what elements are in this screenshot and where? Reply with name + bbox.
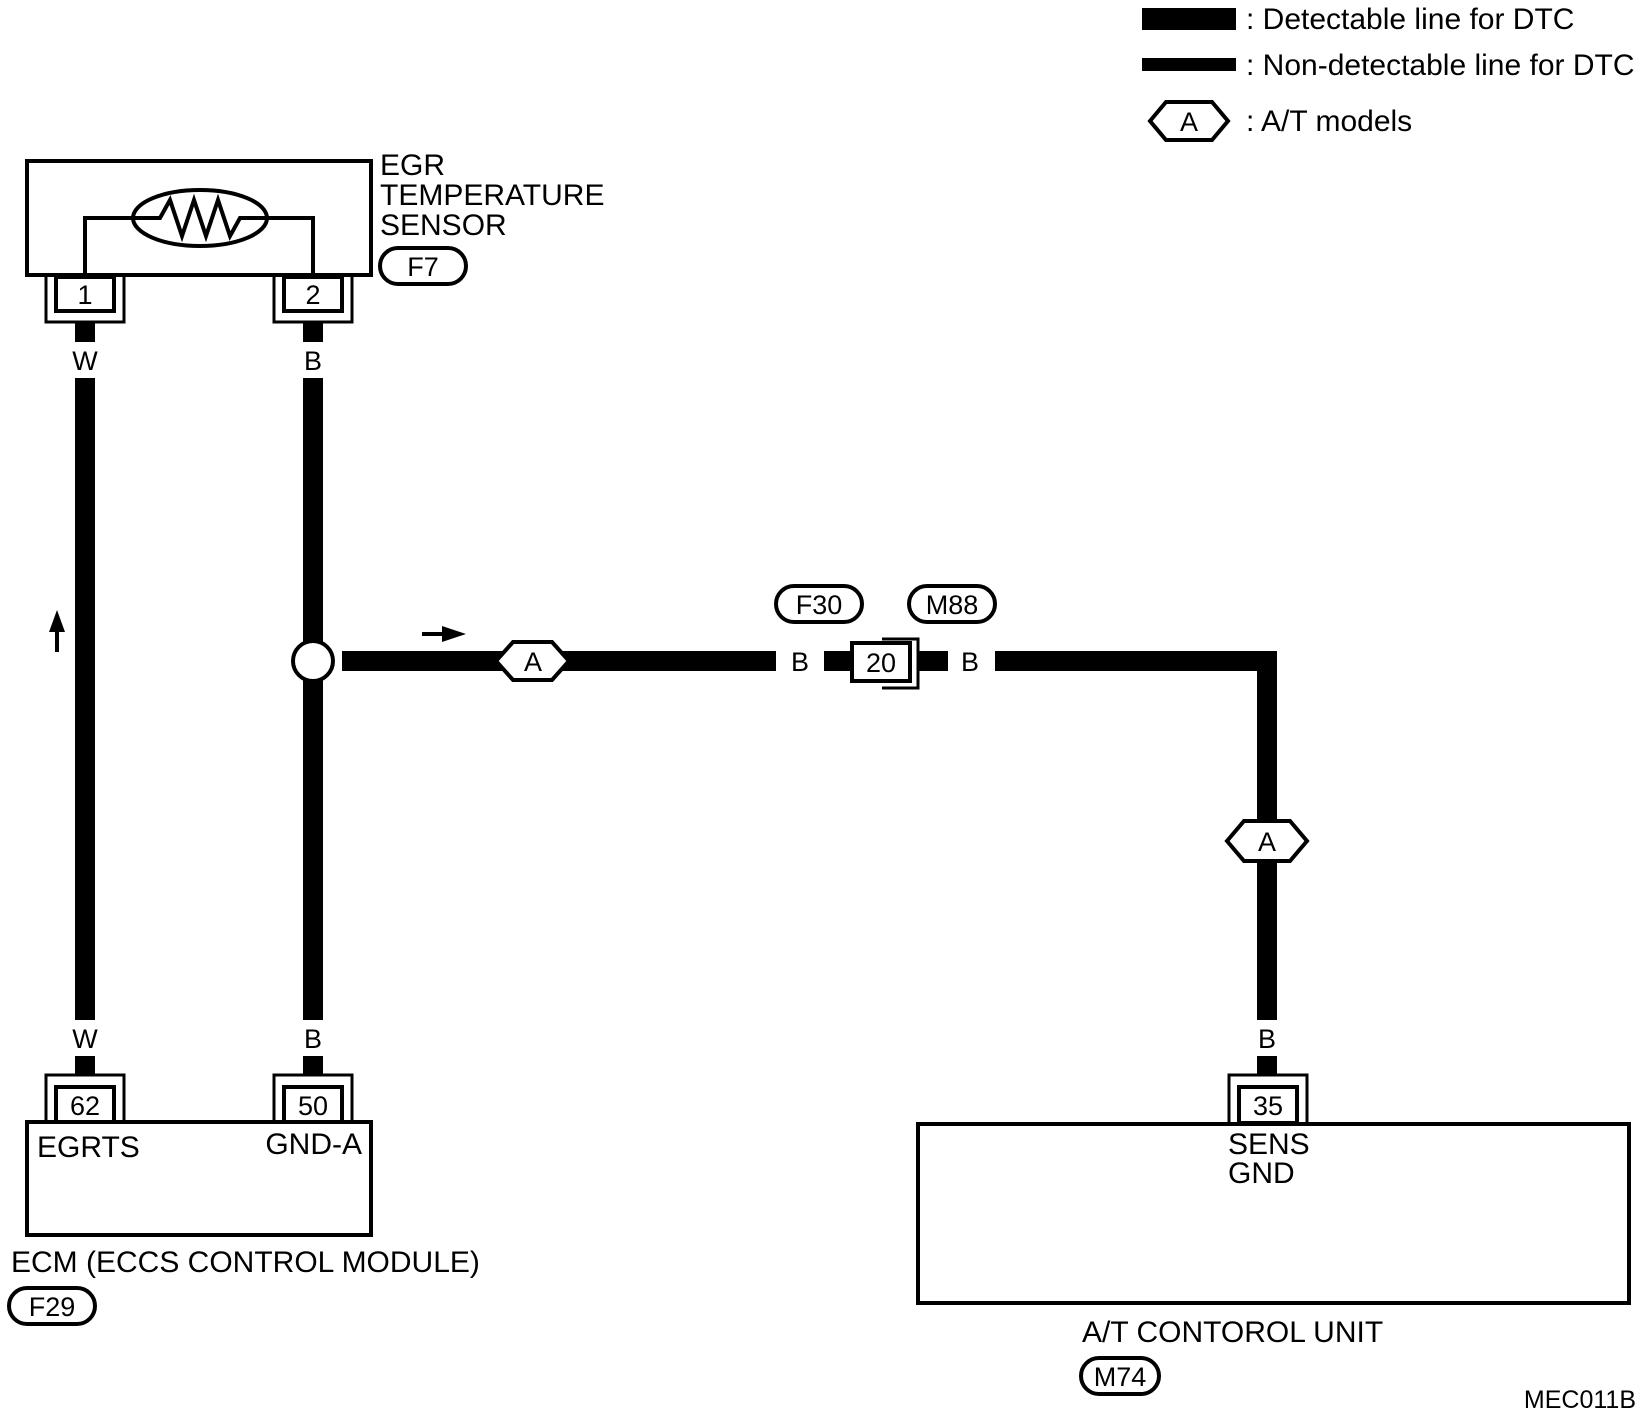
atcu-label-line2: GND	[1228, 1157, 1295, 1190]
ecm-pin-gnd: 50	[298, 1091, 328, 1121]
arrow-right-icon	[422, 626, 466, 642]
wire-joint-right-stub	[918, 651, 948, 671]
arrow-up-icon	[49, 610, 65, 652]
egr-sensor-connector-pin2: 2	[272, 275, 354, 324]
legend: : Detectable line for DTC : Non-detectab…	[1142, 3, 1635, 142]
joint-connector-left-ref: F30	[796, 590, 843, 620]
wire-label-b-atcu: B	[1258, 1024, 1276, 1054]
wire-w-top-stub	[75, 322, 95, 342]
ecm-connector-pin50: 50	[272, 1073, 354, 1124]
wire-w-main	[75, 378, 95, 1020]
egr-sensor-connector-ref-badge	[378, 246, 468, 286]
wire-w-bottom-stub	[75, 1056, 95, 1076]
at-marker-vertical-letter: A	[1258, 827, 1276, 857]
ecm-connector-pin62: 62	[44, 1073, 126, 1124]
wire-color-labels: W B W B B B B	[72, 346, 1276, 1054]
joint-connector-pin-box	[850, 641, 912, 683]
ecm-connector-ref: F29	[29, 1292, 76, 1322]
atcu-name: A/T CONTOROL UNIT	[1082, 1316, 1383, 1349]
atcu-label-line1: SENS	[1228, 1128, 1310, 1161]
egr-sensor-name-line3: SENSOR	[380, 209, 507, 242]
wire-right-horizontal	[995, 651, 1277, 671]
at-marker-vertical: A	[1224, 819, 1310, 863]
ecm-label-gnd: GND-A	[265, 1128, 362, 1161]
ecm-connector-ref-badge	[7, 1286, 97, 1326]
wire-joint-left-stub	[824, 651, 854, 671]
legend-detectable-swatch	[1142, 8, 1236, 30]
legend-non-detectable-swatch	[1142, 58, 1236, 71]
ecm-pin-egrts: 62	[70, 1091, 100, 1121]
wire-label-w-top: W	[72, 346, 98, 376]
legend-detectable-label: : Detectable line for DTC	[1246, 3, 1574, 36]
ecm-name: ECM (ECCS CONTROL MODULE)	[11, 1246, 480, 1279]
legend-at-models-label: : A/T models	[1246, 105, 1412, 138]
joint-connector-pin: 20	[866, 648, 896, 678]
ecm-label-egrts: EGRTS	[37, 1131, 140, 1164]
wire-label-w-bottom: W	[72, 1024, 98, 1054]
at-control-unit: 35 SENS GND A/T CONTOROL UNIT M74	[916, 1073, 1631, 1396]
at-marker-horizontal: A	[493, 640, 572, 682]
egr-temperature-sensor: 1 2 EGR TEMPERATURE SENSOR F7	[25, 149, 604, 324]
wire-label-b-joint-right: B	[961, 647, 979, 677]
at-marker-vertical-icon	[1224, 819, 1310, 863]
ecm-body	[25, 1120, 373, 1237]
egr-sensor-name-line1: EGR	[380, 149, 445, 182]
legend-non-detectable-label: : Non-detectable line for DTC	[1246, 49, 1635, 82]
ecm-module: 62 50 EGRTS GND-A ECM (ECCS CONTROL MODU…	[7, 1073, 480, 1326]
wire-b-main	[303, 378, 323, 1020]
egr-sensor-name-line2: TEMPERATURE	[380, 179, 604, 212]
atcu-body	[916, 1122, 1631, 1305]
legend-at-marker-icon	[1147, 100, 1231, 142]
atcu-connector-ref: M74	[1094, 1362, 1147, 1392]
egr-sensor-pin2-label: 2	[305, 280, 320, 310]
joint-connector-left-ref-badge	[774, 584, 864, 624]
resistor-zigzag-icon	[135, 193, 266, 243]
figure-code: MEC011B	[1524, 1386, 1636, 1414]
legend-at-marker-letter: A	[1180, 107, 1198, 137]
atcu-connector-ref-badge	[1079, 1356, 1161, 1396]
wires	[75, 322, 1277, 1076]
joint-connector: F30 M88 20	[774, 584, 997, 690]
joint-connector-right-ref-badge	[907, 584, 997, 624]
signal-arrows	[49, 610, 466, 652]
wire-label-b-top: B	[304, 346, 322, 376]
egr-sensor-connector-pin1: 1	[44, 275, 126, 324]
joint-connector-right-ref: M88	[926, 590, 979, 620]
egr-sensor-internal-left	[83, 216, 135, 292]
egr-sensor-pin1-label: 1	[77, 280, 92, 310]
atcu-connector-pin35: 35	[1227, 1073, 1309, 1125]
wire-atcu-stub	[1257, 1056, 1277, 1076]
wire-label-b-bottom: B	[304, 1024, 322, 1054]
wire-label-b-joint-left: B	[791, 647, 809, 677]
atcu-pin: 35	[1253, 1091, 1283, 1121]
at-marker-horizontal-icon	[493, 640, 572, 682]
wire-b-bottom-stub	[303, 1056, 323, 1076]
at-marker-horizontal-letter: A	[524, 647, 542, 677]
splice-point-icon	[291, 639, 335, 683]
egr-sensor-internal-right	[266, 216, 315, 292]
wire-b-top-stub	[303, 322, 323, 342]
egr-sensor-connector-ref: F7	[407, 252, 439, 282]
